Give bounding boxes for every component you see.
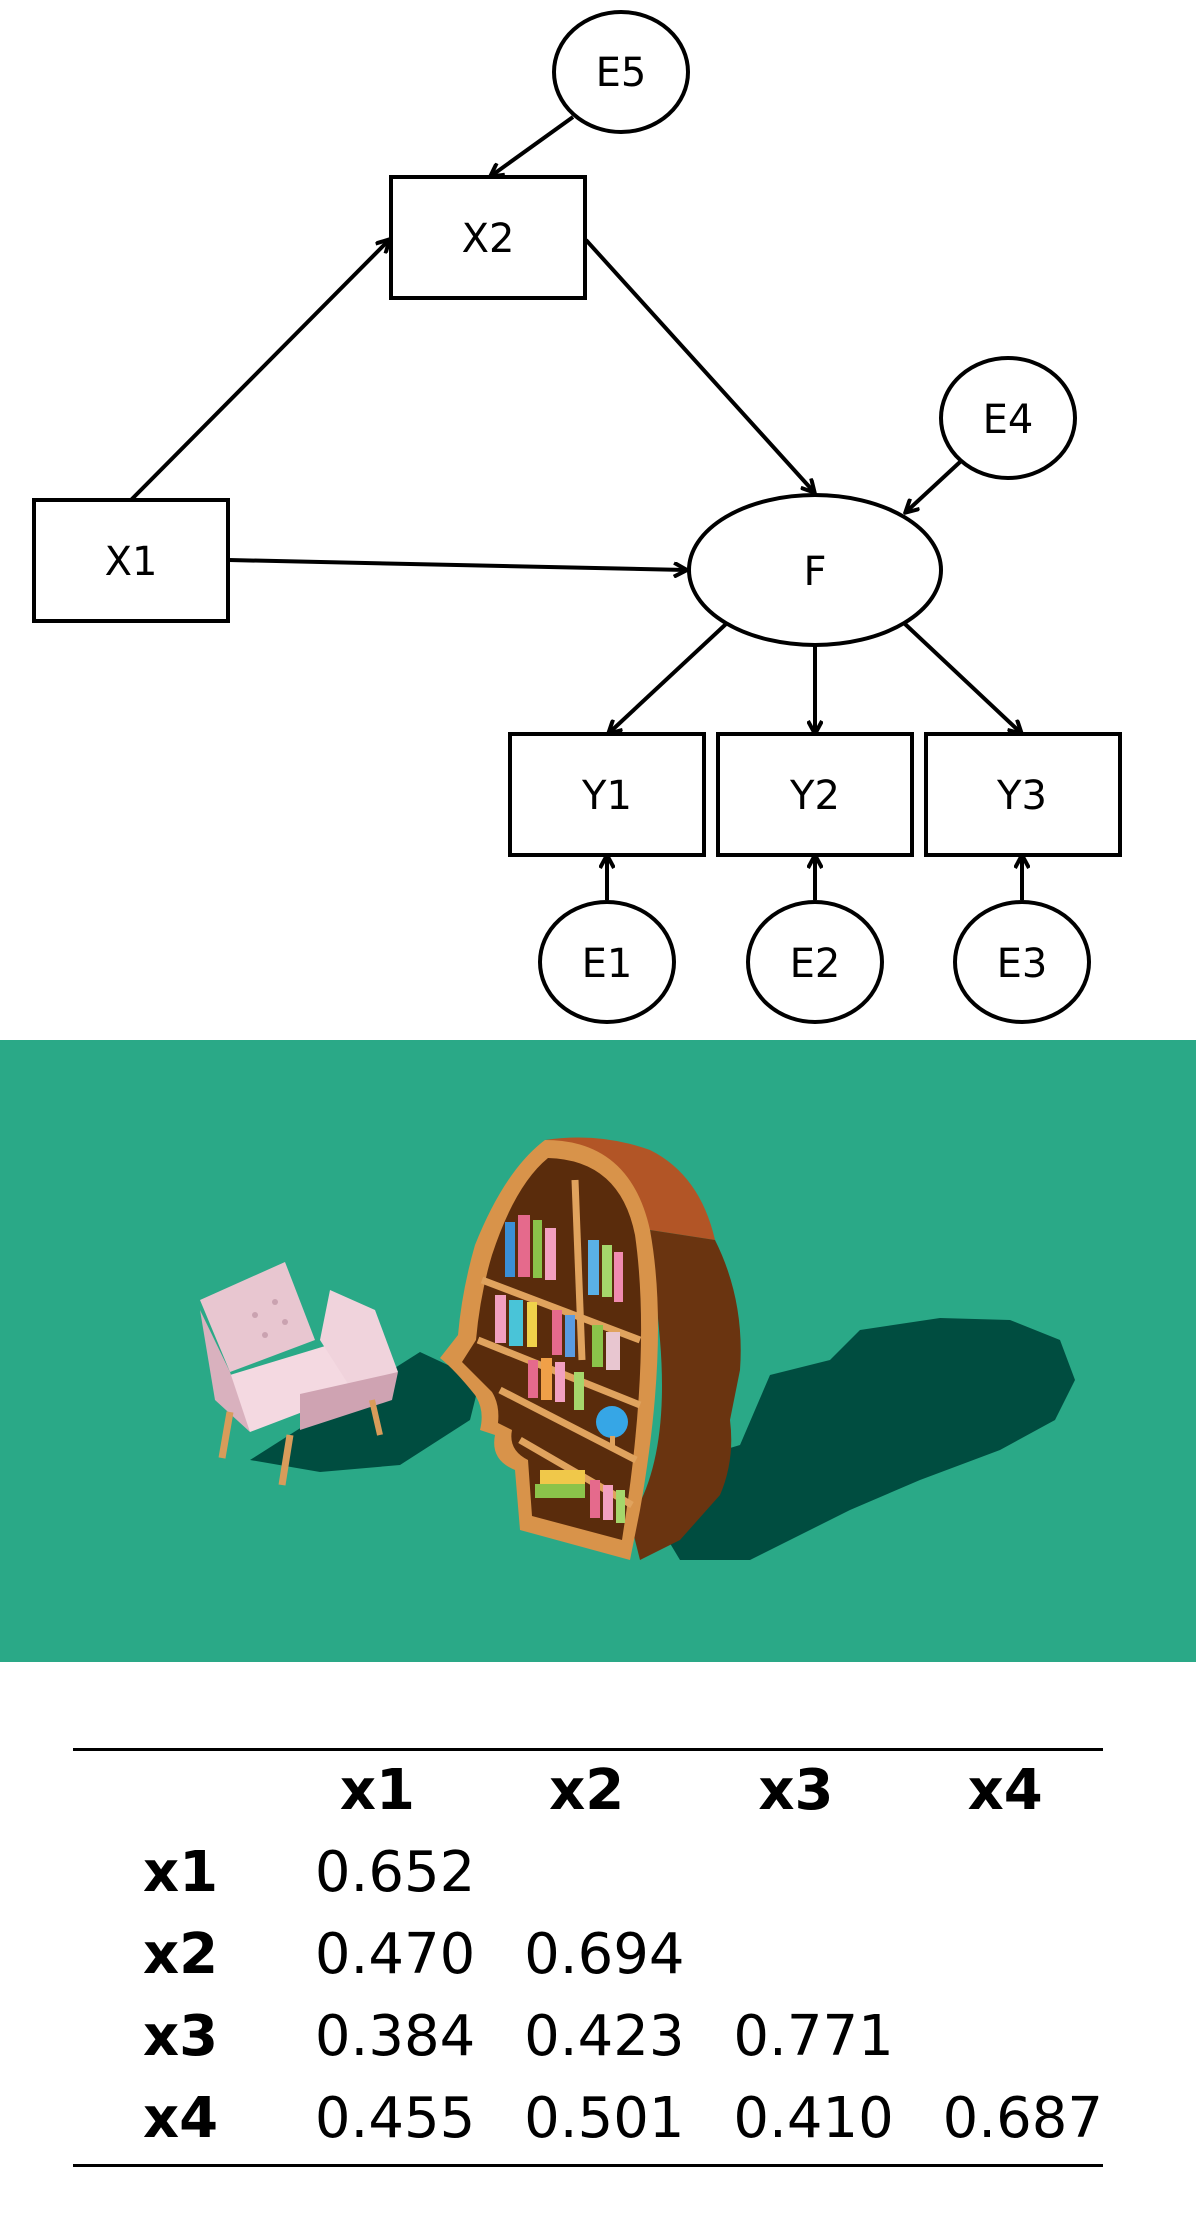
row-label: x4	[143, 2085, 219, 2151]
node-y2	[716, 732, 914, 857]
table-row: x4 0.455 0.501 0.410 0.687	[73, 2077, 1103, 2159]
header-cell: x3	[758, 1757, 834, 1823]
node-e4	[939, 356, 1077, 480]
node-x2	[389, 175, 587, 300]
header-cell: x1	[339, 1757, 416, 1823]
row-label: x2	[143, 1921, 219, 1987]
label-e3: E3	[997, 941, 1048, 987]
table-cell: 0.652	[314, 1839, 476, 1905]
label-y1: Y1	[581, 773, 632, 819]
chair-shadow	[250, 1352, 480, 1472]
table-cell	[524, 1831, 733, 1913]
node-e1	[538, 900, 676, 1024]
table-cell	[943, 1995, 1103, 2077]
label-y3: Y3	[996, 773, 1047, 819]
table-cell: 0.687	[942, 2085, 1103, 2151]
label-x1: X1	[105, 539, 158, 585]
head-bookshelf-illustration	[0, 1040, 1196, 1662]
header-cell	[73, 1749, 315, 1831]
table-cell: 0.410	[733, 2085, 894, 2151]
table-cell: 0.423	[524, 2003, 685, 2069]
table-row: x2 0.470 0.694	[73, 1913, 1103, 1995]
label-e5: E5	[596, 50, 647, 96]
arrow-x1-f	[228, 558, 686, 570]
armchair-icon	[200, 1262, 398, 1486]
arrow-x2-f	[584, 238, 814, 492]
label-e2: E2	[790, 941, 841, 987]
table-cell: 0.771	[733, 2003, 894, 2069]
table-cell	[943, 1831, 1103, 1913]
arrow-e5-x2	[491, 115, 575, 176]
label-e1: E1	[582, 941, 633, 987]
table-top-rule	[73, 1748, 1103, 1751]
table-cell: 0.384	[314, 2003, 476, 2069]
arrow-f-y3	[903, 622, 1021, 733]
head-shadow	[650, 1318, 1075, 1560]
table-cell	[943, 1913, 1103, 1995]
table-cell: 0.455	[314, 2085, 476, 2151]
row-label: x3	[143, 2003, 219, 2069]
head-bookshelf-icon	[440, 1137, 741, 1560]
table-cell: 0.470	[314, 1921, 476, 1987]
table-bottom-rule	[73, 2164, 1103, 2167]
arrow-x1-x2	[129, 240, 389, 502]
table-row: x3 0.384 0.423 0.771	[73, 1995, 1103, 2077]
label-y2: Y2	[789, 773, 840, 819]
table-header-row: x1 x2 x3 x4	[73, 1749, 1103, 1831]
label-x2: X2	[462, 216, 515, 262]
label-e4: E4	[983, 397, 1034, 443]
node-e2	[746, 900, 884, 1024]
arrow-f-y1	[609, 622, 728, 733]
correlation-table-section: x1 x2 x3 x4 x1 0.652 x2 0.470 0.694 x3 0…	[0, 1662, 1196, 2234]
row-label: x1	[143, 1839, 219, 1905]
path-diagram: E5 X2 E4 X1 F Y1 Y2 Y3 E1 E2 E3	[32, 10, 1122, 1024]
node-y1	[508, 732, 706, 857]
table-cell: 0.501	[524, 2085, 685, 2151]
node-y3	[924, 732, 1122, 857]
header-cell: x2	[549, 1757, 625, 1823]
node-e5	[552, 10, 690, 134]
table-cell: 0.694	[524, 1921, 685, 1987]
node-f	[687, 493, 943, 647]
correlation-table: x1 x2 x3 x4 x1 0.652 x2 0.470 0.694 x3 0…	[73, 1749, 1103, 2159]
label-f: F	[803, 549, 826, 595]
node-e3	[953, 900, 1091, 1024]
table-cell	[733, 1913, 942, 1995]
table-cell	[733, 1831, 942, 1913]
header-cell: x4	[967, 1757, 1043, 1823]
table-row: x1 0.652	[73, 1831, 1103, 1913]
arrow-e4-f	[906, 460, 962, 512]
node-x1	[32, 498, 230, 623]
